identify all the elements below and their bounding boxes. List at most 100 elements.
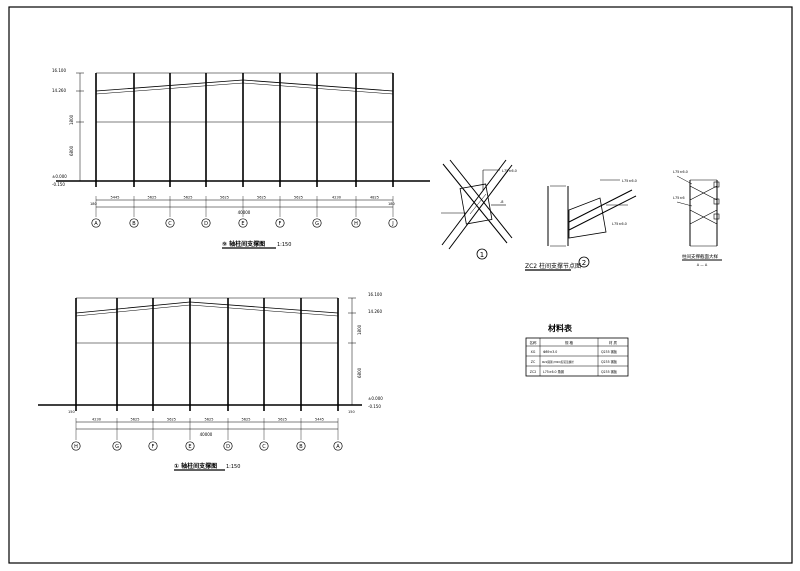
detail-1-label: 1 [480,251,484,259]
elevation-a-span-8: 4825 [370,196,379,200]
material-table: 材料表 名称 规 格 材 质 XG Φ89×3.0 Q235 钢板 ZC Φ22… [525,323,629,377]
elevation-a-level-base: -0.150 [52,182,65,187]
elevation-a-axis-label-2: B [132,221,136,227]
elevation-a-span-2: 5625 [148,196,157,200]
elevation-a-axis-label-4: D [204,221,208,227]
material-row-3-grade: Q235 钢板 [601,369,618,374]
elevation-b-span-4: 5625 [205,418,214,422]
elevation-b-axis-bubble-7 [296,441,306,451]
elevation-a-axis-label-1: A [94,221,98,227]
elevation-a-span-3: 5625 [184,196,193,200]
elevation-b-axis-bubble-5 [223,441,233,451]
detail-caption: ZC2 柱间支撑节点图 [525,262,581,270]
elevation-b-axis-label-4: E [188,444,191,450]
detail-1-plate-callout: -8 [500,200,504,204]
elevation-a-axis-label-9: J [391,221,393,227]
elevation-b-axis-label-3: F [152,444,155,450]
elevation-a-title: ⑨ 轴柱间支撑图 [222,240,265,248]
elevation-b-axis-bubble-6 [259,441,269,451]
elevation-a-level-eave: 14.260 [52,88,66,93]
elevation-b-axis-bubble-4 [185,441,195,451]
elevation-b-span-1: 4230 [92,418,101,422]
elevation-b-level-zero: ±0.000 [368,396,383,401]
elevation-a-axis-bubble-4 [201,218,211,228]
elevation-b-level-top: 16.100 [368,292,382,297]
elevation-a-axis-label-8: H [354,221,358,227]
material-row-1-grade: Q235 钢板 [601,349,618,354]
detail-2-marker [578,256,590,268]
material-table-title: 材料表 [548,323,573,333]
elevation-a-total-dimension: 40000 [238,210,251,215]
elevation-a-axis-bubble-7 [312,218,322,228]
elevation-b-span-7: 5445 [315,418,324,422]
elevation-a-level-zero: ±0.000 [52,174,67,179]
sheet-border [8,6,793,564]
detail-1-marker [476,248,488,260]
elevation-b-title: ① 轴柱间支撑图 [174,462,217,470]
material-header-grade: 材 质 [609,340,618,345]
elevation-a-span-6: 5625 [294,196,303,200]
section-caption: 柱间支撑截面大样 [682,253,718,260]
elevation-b-span-2: 5625 [131,418,140,422]
material-header-name: 名称 [530,340,538,345]
elevation-a-edge-mark-left: 180 [90,202,97,206]
section-callout-b: L75×6 [673,196,685,200]
elevation-a-axis-label-7: G [315,221,319,227]
detail-2-gusset [568,197,607,239]
elevation-a-axis-label-5: E [241,221,244,227]
material-row-2-spec: Φ22圆钢 (M20)配花篮螺丝 [542,360,574,364]
detail-2-label: 2 [582,259,586,267]
elevation-a-axis-bubble-1 [91,218,101,228]
elevation-b-axis-bubble-1 [71,441,81,451]
material-row-3-name: ZC2 [530,370,536,374]
elevation-b-total-dimension: 40000 [200,432,213,437]
elevation-b-axis-label-1: H [74,444,78,450]
elevation-a-axis-bubble-5 [238,218,248,228]
material-row-3-spec: L75×6.0 角钢 [543,369,564,374]
elevation-a-roof-line-inner [95,82,394,95]
elevation-b-axis-label-5: D [226,444,230,450]
elevation-b-axis-label-6: C [262,444,266,450]
elevation-a-axis-label-6: F [279,221,282,227]
elevation-a-axis-bubble-8 [351,218,361,228]
gusset-plate [459,183,493,225]
elevation-b-axis-bubble-2 [112,441,122,451]
elevation-b-span-6: 5625 [278,418,287,422]
elevation-b-edge-mark-left: 150 [68,410,75,414]
elevation-a-height-upper: 1800 [69,114,74,125]
elevation-b-span-5: 5625 [242,418,251,422]
elevation-a-height-lower: 6800 [69,145,74,156]
material-header-spec: 规 格 [565,340,574,345]
elevation-a-axis-label-3: C [168,221,172,227]
detail-2-callout-a: L75×6.0 [622,179,637,183]
elevation-a-span-4: 5625 [220,196,229,200]
elevation-a-axis-bubble-9 [388,218,398,228]
detail-1-callout: L75×6.0 [502,169,517,173]
elevation-a-edge-mark-right: 180 [388,202,395,206]
elevation-b-axis-label-8: A [336,444,340,450]
elevation-a-roof-line [95,79,394,92]
section-callout-a: L75×6.0 [673,170,688,174]
material-row-1-spec: Φ89×3.0 [543,350,557,354]
elevation-b-roof-line-inner [75,304,339,317]
elevation-b-axis-label-2: G [115,444,119,450]
elevation-b-height-upper: 1800 [357,324,362,335]
elevation-a-scale: 1:150 [277,242,291,248]
elevation-b-height-lower: 6800 [357,367,362,378]
elevation-b-level-base: -0.150 [368,404,381,409]
elevation-b-span-3: 5625 [167,418,176,422]
material-row-1-name: XG [531,350,536,354]
elevation-a-level-top: 16.100 [52,68,66,73]
elevation-a-span-7: 4230 [332,196,341,200]
elevation-a-axis-bubble-2 [129,218,139,228]
detail-node-2: L75×6.0 L75×6.0 2 ZC2 柱间支撑节点图 [525,179,637,271]
elevation-a-axis-bubble-6 [275,218,285,228]
elevation-b-axis-bubble-3 [148,441,158,451]
detail-node-1: L75×6.0 -8 1 [441,159,517,260]
material-row-2-grade: Q235 钢板 [601,359,618,364]
elevation-a-span-5: 5625 [257,196,266,200]
detail-2-callout-b: L75×6.0 [612,222,627,226]
